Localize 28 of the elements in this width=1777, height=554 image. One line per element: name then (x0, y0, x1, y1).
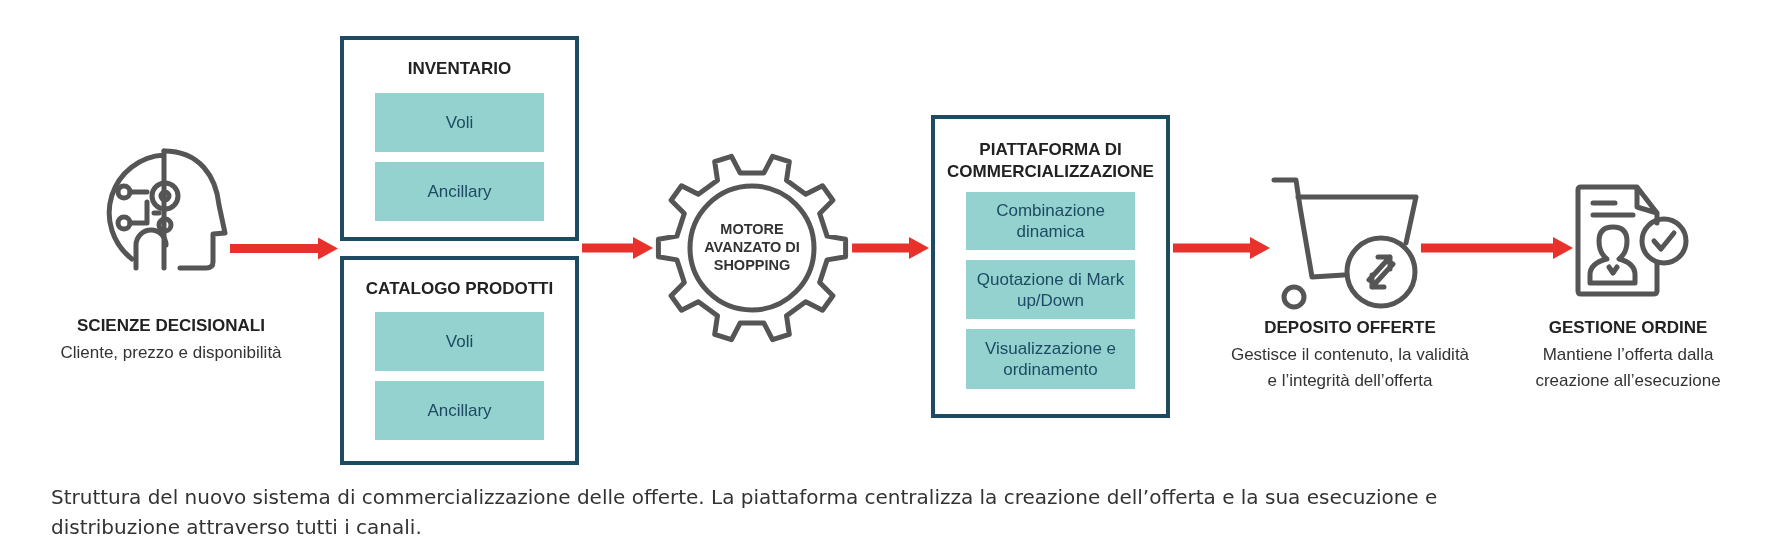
panel-heading: CATALOGO PRODOTTI (364, 278, 555, 300)
module-tile: Voli (375, 312, 544, 371)
arrow (1173, 237, 1270, 259)
document-check-icon (1575, 183, 1690, 297)
stage-description: Mantiene l’offerta dalla creazione all’esecuzione (1534, 344, 1722, 392)
group-panel (340, 256, 579, 465)
caption: Struttura del nuovo sistema di commercializzazione delle offerte. La piattaforma centralizza la creazione dell’offerta e la sua esecuzione e distribuzione attraverso tutti i canali. (51, 484, 1439, 541)
arrow (1421, 237, 1573, 259)
arrow (852, 237, 929, 259)
module-tile: Ancillary (375, 381, 544, 440)
stage-title: SCIENZE DECISIONALI (76, 316, 266, 336)
module-tile: Combinazione dinamica (966, 192, 1135, 250)
group-panel (340, 36, 579, 241)
module-tile: Quotazione di Mark up/Down (966, 260, 1135, 319)
panel-heading: INVENTARIO (406, 58, 513, 80)
stage-title: DEPOSITO OFFERTE (1263, 318, 1437, 338)
group-panel (931, 115, 1170, 418)
shopping-cart-icon (1272, 177, 1418, 309)
module-tile: Voli (375, 93, 544, 152)
stage-description: Cliente, prezzo e disponibilità (59, 342, 283, 364)
engine-label: MOTORE AVANZATO DI SHOPPING (703, 220, 801, 274)
arrow (582, 237, 653, 259)
module-tile: Ancillary (375, 162, 544, 221)
arrow (230, 237, 338, 260)
stage-title: GESTIONE ORDINE (1547, 318, 1709, 338)
module-tile: Visualizzazione e ordinamento (966, 329, 1135, 389)
stage-description: Gestisce il contenuto, la validità e l’integrità dell’offerta (1230, 344, 1470, 392)
panel-heading: PIATTAFORMA DI COMMERCIALIZZAZIONE (946, 139, 1155, 183)
